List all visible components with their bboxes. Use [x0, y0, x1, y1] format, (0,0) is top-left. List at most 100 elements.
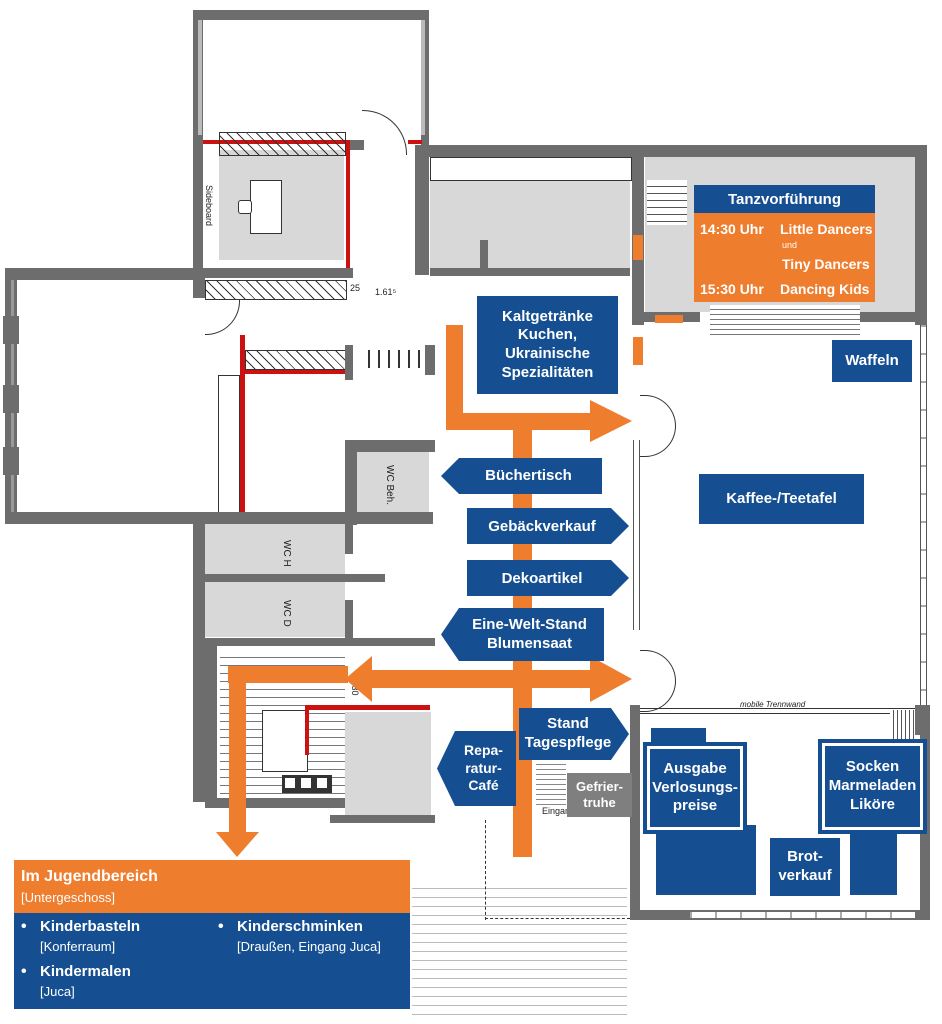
stage-stairs [890, 710, 915, 740]
dance-und: und [782, 240, 798, 250]
wall [205, 798, 345, 808]
wall [193, 268, 353, 278]
legend-bullet-2: • [218, 918, 224, 935]
legend-item-2-title: Kinderschminken [237, 918, 363, 935]
legend-bullet-3: • [21, 963, 27, 980]
eingang-label: Eingang [542, 806, 576, 816]
route-arrowhead-down [216, 832, 259, 857]
mobile-trennwand-label: mobile Trennwand [740, 700, 806, 709]
wall [430, 268, 630, 276]
wall [421, 10, 429, 145]
stand-gefriertruhe: Gefrier- truhe [567, 773, 632, 817]
dance-act-1a: Little Dancers [780, 221, 873, 237]
stand-buechertisch: Büchertisch [441, 458, 602, 494]
dance-time-1: 14:30 Uhr [700, 221, 764, 237]
wall [193, 512, 205, 802]
entrance-steps [536, 760, 566, 805]
wall [345, 600, 353, 640]
window-frame [690, 912, 915, 918]
stair-box-b [301, 778, 311, 788]
wall [860, 312, 925, 322]
storage-row [205, 280, 347, 300]
table-block [656, 825, 756, 895]
route-arrowhead-left-mid [345, 656, 372, 702]
dance-act-1b: Tiny Dancers [782, 256, 870, 272]
legend-item-3-title: Kindermalen [40, 963, 131, 980]
stand-kaltgetraenke: Kaltgetränke Kuchen, Ukrainische Spezial… [477, 296, 618, 394]
stand-gebaeck: Gebäckverkauf [467, 508, 629, 544]
route-arrowhead-right-mid [590, 656, 632, 702]
legend-item-1-sub: [Konferraum] [40, 939, 116, 954]
window-frame [198, 20, 202, 135]
wall [5, 268, 195, 280]
wall [205, 574, 385, 582]
legend-item-3-sub: [Juca] [40, 984, 75, 999]
wall [193, 512, 433, 524]
route-arrowhead-right-top [590, 400, 632, 442]
stair-marks [360, 350, 425, 368]
stand-socken: Socken Marmeladen Liköre [818, 739, 927, 834]
window-frame [920, 325, 927, 715]
wall [425, 345, 435, 375]
stand-brot: Brot- verkauf [770, 838, 840, 896]
orange-door [633, 337, 643, 365]
red-wall [408, 140, 422, 144]
wall [915, 705, 927, 735]
legend-body: • Kinderbasteln [Konferraum] • Kindersch… [14, 913, 410, 1009]
stand-tagespflege: Stand Tagespflege [519, 708, 629, 760]
chair [238, 200, 252, 214]
legend-title: Im Jugendbereich [21, 868, 158, 885]
orange-door [655, 315, 683, 323]
window-frame [421, 20, 425, 135]
counter [430, 157, 632, 181]
stand-waffeln: Waffeln [832, 340, 912, 382]
red-wall [305, 705, 309, 755]
legend-item-1-title: Kinderbasteln [40, 918, 141, 935]
route-top-horizontal [446, 413, 591, 430]
orange-door [633, 235, 643, 260]
dance-title: Tanzvorführung [694, 185, 875, 213]
room-wc-h [205, 524, 345, 574]
room-storage [345, 712, 431, 817]
outline [485, 820, 487, 920]
stand-deko: Dekoartikel [467, 560, 629, 596]
wall [5, 512, 205, 524]
legend-bullet-1: • [21, 918, 27, 935]
wall [345, 440, 435, 452]
wall [915, 145, 927, 325]
red-wall [305, 705, 430, 710]
legend-item-2-sub: [Draußen, Eingang Juca] [237, 939, 381, 954]
dance-act-2: Dancing Kids [780, 281, 870, 297]
wall [345, 524, 353, 554]
wall [330, 815, 435, 823]
route-left-horizontal [228, 666, 348, 683]
route-middle-horizontal [370, 670, 592, 688]
stand-kaffee: Kaffee-/Teetafel [699, 474, 864, 524]
wall [193, 10, 429, 20]
pillar [3, 316, 19, 344]
route-left-down [229, 666, 246, 836]
dim-25: 25 [350, 283, 361, 293]
desk [250, 180, 282, 234]
wall [480, 240, 488, 275]
wall [345, 440, 357, 525]
dance-schedule: 14:30 Uhr Little Dancers und Tiny Dancer… [694, 213, 875, 302]
wall [600, 145, 925, 157]
stair-box-c [317, 778, 327, 788]
wall [350, 140, 364, 150]
wall [193, 10, 203, 285]
stair-box-a [285, 778, 295, 788]
dance-time-2: 15:30 Uhr [700, 281, 764, 297]
outline [485, 918, 635, 920]
pillar [3, 447, 19, 475]
pillar [3, 385, 19, 413]
wall [205, 646, 217, 801]
red-wall [346, 140, 350, 270]
red-wall [240, 370, 350, 374]
stair-core [262, 710, 308, 772]
wall [345, 345, 353, 380]
room-wc-d [205, 582, 345, 637]
window-frame [633, 440, 640, 630]
stand-reparatur: Repa- ratur- Café [437, 731, 516, 806]
stand-eine-welt: Eine-Welt-Stand Blumensaat [441, 608, 604, 661]
